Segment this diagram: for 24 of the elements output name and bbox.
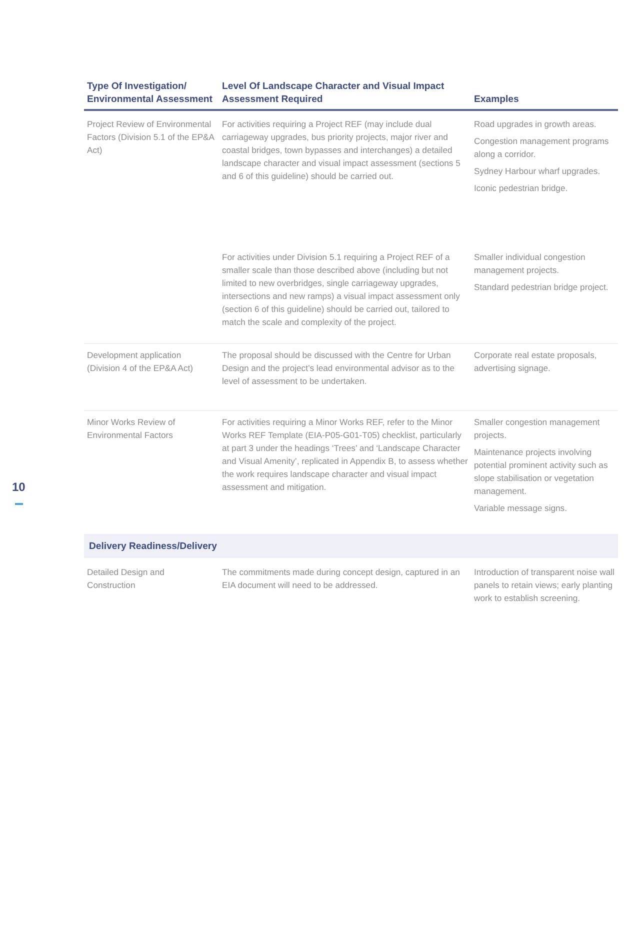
table-cell: Project Review of Environmental Factors (Division 5.1 of the EP&A Act) — [87, 118, 215, 157]
table-cell-text: Variable message signs. — [474, 502, 568, 515]
table-cell-text: The commitments made during concept design, captured in an EIA document will need to be addressed. — [222, 566, 461, 592]
table-cell-text: Development application (Division 4 of the EP&A Act) — [87, 349, 194, 375]
table-cell-text: Road upgrades in growth areas. — [474, 118, 598, 131]
column-header: Level Of Landscape Character and Visual Impact Assessment Required — [222, 80, 446, 106]
table-cell-text: Corporate real estate proposals, advertising signage. — [474, 349, 598, 375]
table-cell-text: Maintenance projects involving potential prominent activity such as slope stabilisation or vegetation management. — [474, 446, 609, 498]
table-cell-text: For activities under Division 5.1 requiring a Project REF of a smaller scale than those described above (including but not limited to new overbridges, single carriageway upgrades, intersections and new ramps) a visual impact assessment only (section 6 of this guideline) should be carried out, tailored to match the scale and complexity of the project. — [222, 251, 461, 329]
table-cell-text: Congestion management programs along a corridor. — [474, 135, 610, 161]
section-heading: Delivery Readiness/Delivery — [89, 540, 218, 553]
table-cell-text: Introduction of transparent noise wall panels to retain views; early planting work to establish screening. — [474, 566, 616, 605]
table-cell-text: The proposal should be discussed with the Centre for Urban Design and the project’s lead environmental advisor as to the level of assessment to be undertaken. — [222, 349, 456, 388]
table-cell-text: Smaller individual congestion management projects. — [474, 251, 586, 277]
table-cell: For activities requiring a Minor Works REF, refer to the Minor Works REF Template (EIA-P05-G01-T05) checklist, particularly at part 3 under the headings ‘Trees’ and ‘Landscape Character and Visual Amenity’, replicated in Appendix B, to assess whether the work requires landscape character and visual impact assessment and mitigation. — [222, 416, 468, 494]
table-cell-text: Iconic pedestrian bridge. — [474, 182, 569, 195]
table-cell-text: Sydney Harbour wharf upgrades. — [474, 165, 602, 178]
table-cell-text: Standard pedestrian bridge project. — [474, 281, 610, 294]
table-cell-text: Minor Works Review of Environmental Factors — [87, 416, 176, 442]
table-cell-text: Detailed Design and Construction — [87, 566, 166, 592]
table-cell-text: For activities requiring a Project REF (may include dual carriageway upgrades, bus priority projects, major river and coastal bridges, town bypasses and interchanges) a detailed landscape character and visual impact assessment (sections 5 and 6 of this guideline) should be carried out. — [222, 118, 462, 183]
column-header: Examples — [474, 93, 520, 106]
table-cell-text: Smaller congestion management projects. — [474, 416, 601, 442]
page-number: 10 — [12, 481, 26, 494]
